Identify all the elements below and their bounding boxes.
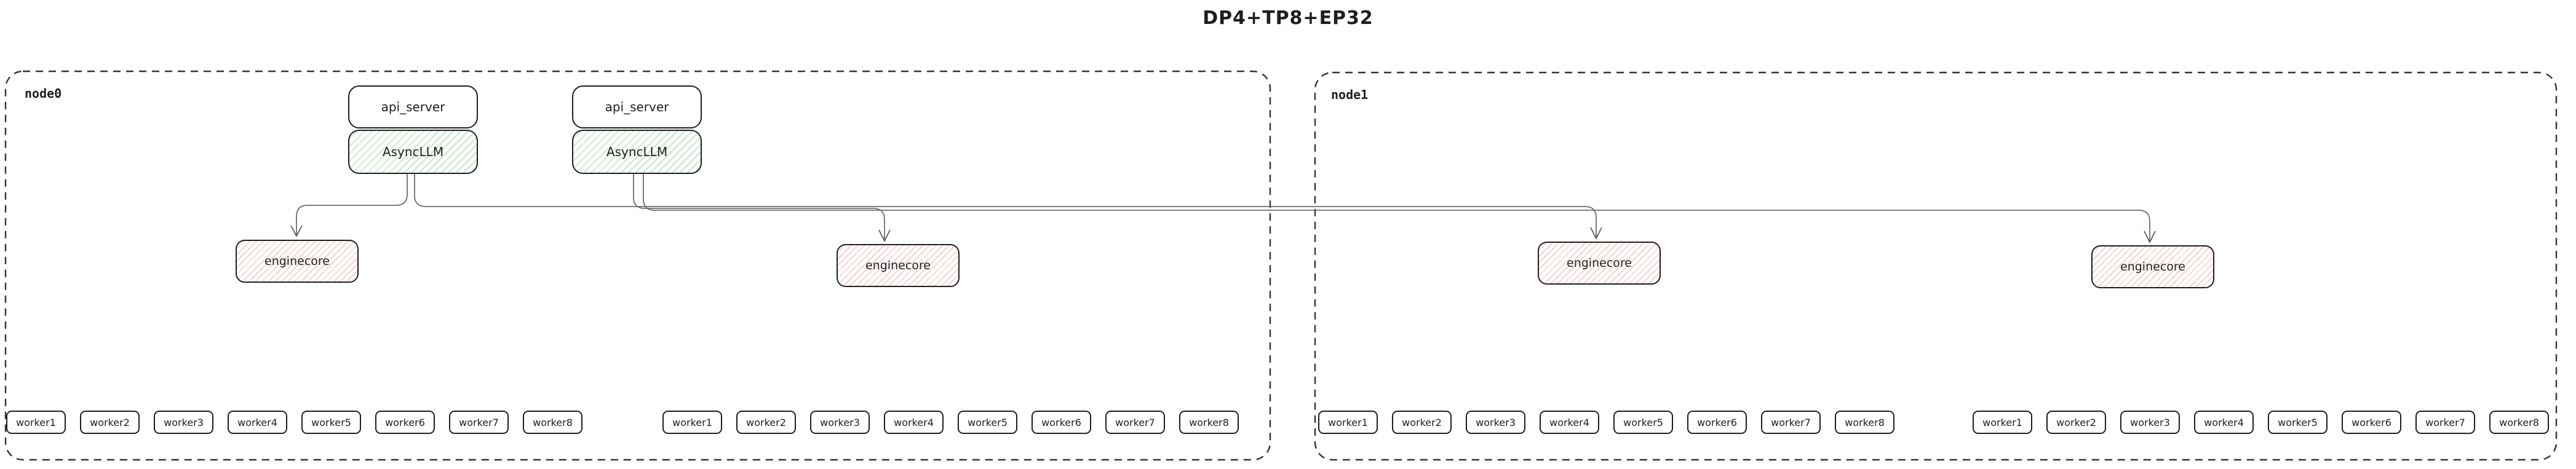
api-server-box-1: api_server <box>348 85 478 128</box>
node1-label: node1 <box>1331 87 1369 102</box>
worker-group-node0-1: worker1 worker2 worker3 worker4 worker5 … <box>6 411 582 434</box>
worker-box: worker8 <box>2489 411 2549 434</box>
enginecore-box-3: enginecore <box>1538 242 1661 285</box>
worker-box: worker4 <box>1540 411 1599 434</box>
worker-box: worker1 <box>1973 411 2032 434</box>
worker-box: worker2 <box>1392 411 1452 434</box>
enginecore-box-4: enginecore <box>2091 245 2214 288</box>
worker-box: worker7 <box>449 411 509 434</box>
worker-box: worker3 <box>154 411 213 434</box>
arrowhead-enginecore3 <box>1590 227 1602 240</box>
worker-group-node1-1: worker1 worker2 worker3 worker4 worker5 … <box>1318 411 1894 434</box>
arrowhead-enginecore2 <box>878 229 891 243</box>
worker-box: worker5 <box>1613 411 1673 434</box>
node1-boundary <box>1314 71 2558 461</box>
worker-box: worker8 <box>1179 411 1239 434</box>
api-server-box-2: api_server <box>572 85 702 128</box>
worker-box: worker5 <box>301 411 361 434</box>
worker-box: worker6 <box>2342 411 2401 434</box>
asyncllm-box-1: AsyncLLM <box>348 130 478 174</box>
worker-box: worker7 <box>1105 411 1165 434</box>
worker-box: worker1 <box>1318 411 1378 434</box>
worker-box: worker4 <box>884 411 944 434</box>
worker-box: worker6 <box>1032 411 1091 434</box>
worker-group-node1-2: worker1 worker2 worker3 worker4 worker5 … <box>1973 411 2549 434</box>
worker-box: worker2 <box>2046 411 2106 434</box>
worker-box: worker8 <box>1835 411 1894 434</box>
worker-box: worker1 <box>662 411 722 434</box>
worker-box: worker1 <box>6 411 66 434</box>
worker-box: worker3 <box>810 411 870 434</box>
worker-box: worker2 <box>736 411 796 434</box>
diagram-title: DP4+TP8+EP32 <box>1203 7 1373 29</box>
worker-box: worker4 <box>2194 411 2254 434</box>
worker-box: worker3 <box>2120 411 2180 434</box>
worker-box: worker2 <box>80 411 140 434</box>
connector-asyncllm2-to-enginecore4 <box>643 174 2150 241</box>
enginecore-box-1: enginecore <box>236 240 359 283</box>
worker-group-node0-2: worker1 worker2 worker3 worker4 worker5 … <box>662 411 1239 434</box>
arrowhead-enginecore1 <box>290 225 303 237</box>
worker-box: worker7 <box>2415 411 2475 434</box>
enginecore-box-2: enginecore <box>837 244 960 287</box>
node0-boundary <box>4 70 1271 461</box>
connector-asyncllm1-to-enginecore3 <box>414 174 1597 237</box>
asyncllm-box-2: AsyncLLM <box>572 130 702 174</box>
worker-box: worker4 <box>228 411 287 434</box>
worker-box: worker7 <box>1761 411 1821 434</box>
worker-box: worker5 <box>958 411 1017 434</box>
arrowhead-enginecore4 <box>2144 231 2156 244</box>
worker-box: worker3 <box>1466 411 1525 434</box>
node0-label: node0 <box>25 86 62 101</box>
connector-asyncllm2-to-enginecore2 <box>633 174 885 240</box>
worker-box: worker6 <box>1687 411 1747 434</box>
connector-asyncllm1-to-enginecore1 <box>296 174 408 235</box>
worker-box: worker6 <box>375 411 435 434</box>
worker-box: worker5 <box>2268 411 2328 434</box>
worker-box: worker8 <box>523 411 582 434</box>
